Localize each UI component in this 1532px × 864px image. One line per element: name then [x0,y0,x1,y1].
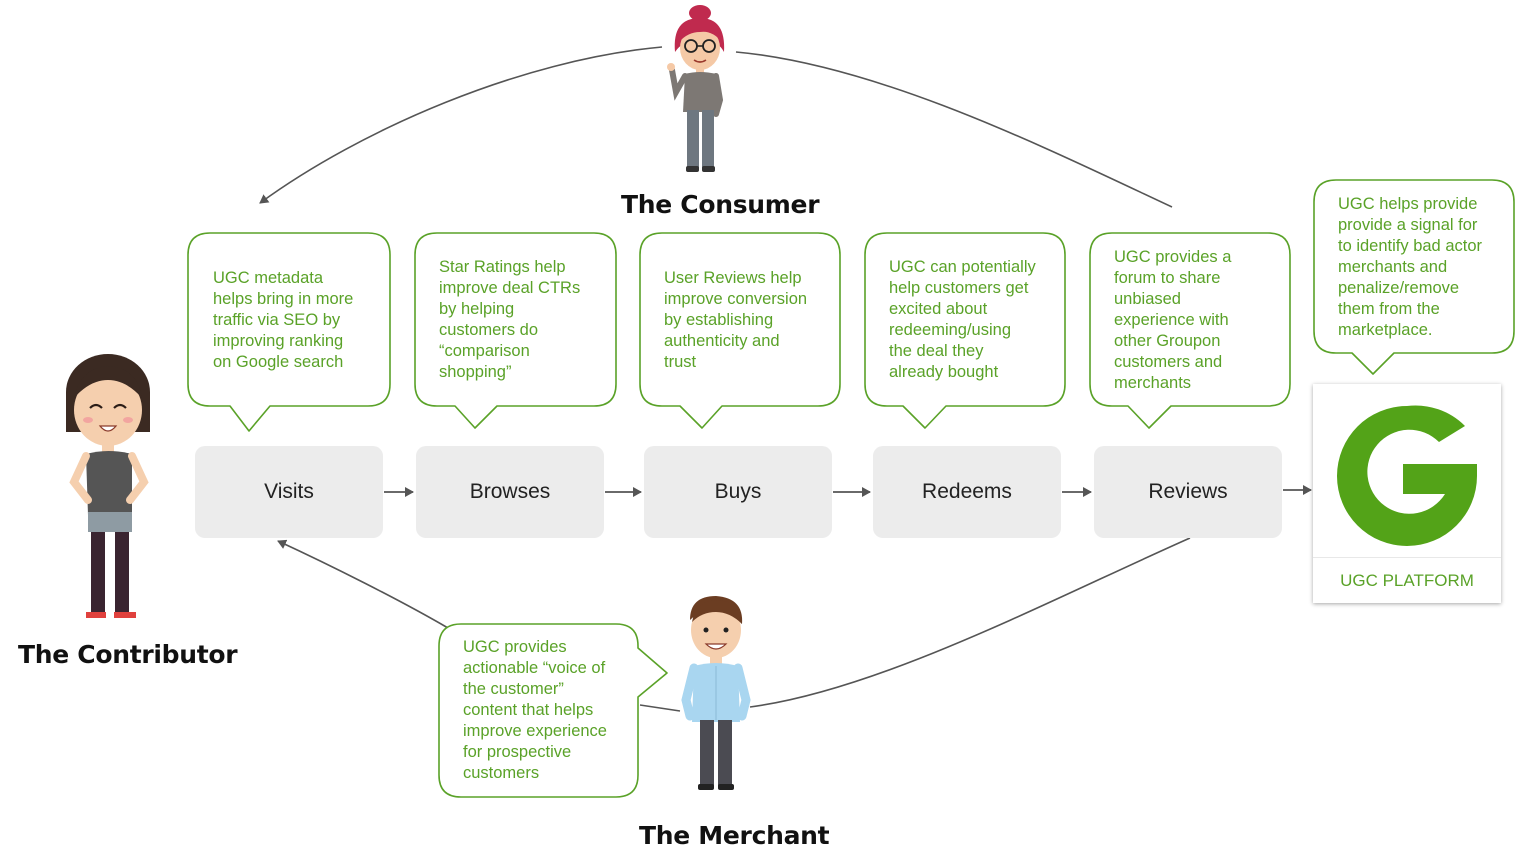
bubble-line: the customer” [463,680,564,698]
bubble-line: User Reviews help [664,269,802,287]
bubble-line: for prospective [463,743,572,761]
merchant-bubble-connector [639,704,681,712]
bubble-line: shopping” [439,363,512,381]
bubble-line: authenticity and [664,332,780,350]
merchant-avatar [681,596,751,790]
bubble-line: trust [664,353,697,371]
bubble-line: “comparison [439,342,530,360]
step-visits: Visits [195,446,383,538]
bubble-line: UGC provides [463,638,567,656]
step-browses: Browses [416,446,604,538]
speech-bubble-buys [639,232,841,429]
bubble-line: marketplace. [1338,321,1433,339]
contributor-avatar [66,354,150,618]
bubble-line: help customers get [889,279,1029,297]
bubble-line: unbiased [1114,290,1181,308]
bubble-text-browses: Star Ratings help improve deal CTRs by h… [439,257,580,383]
ugc-platform-label: UGC PLATFORM [1313,557,1501,604]
groupon-g-logo-icon [1337,405,1477,546]
bubble-line: UGC can potentially [889,258,1036,276]
bubble-line: customers and [1114,353,1223,371]
bubble-line: Star Ratings help [439,258,566,276]
step-redeems: Redeems [873,446,1061,538]
bubble-line: traffic via SEO by [213,311,341,329]
consumer-to-visits-arrow [259,46,663,204]
merchant-to-visits-arrow [277,539,449,629]
bubble-line: customers [463,764,540,782]
bubble-line: UGC provides a [1114,248,1232,266]
bubble-line: content that helps [463,701,594,719]
step-reviews: Reviews [1094,446,1282,538]
bubble-line: improve conversion [664,290,808,308]
speech-bubble-visits [187,232,391,432]
speech-bubble-reviews [1089,232,1291,429]
bubble-text-visits: UGC metadata helps bring in more traffic… [213,268,353,373]
step-buys: Buys [644,446,832,538]
bubble-line: helps bring in more [213,290,354,308]
speech-bubble-browses [414,232,617,429]
bubble-line: by establishing [664,311,774,329]
bubble-line: by helping [439,300,515,318]
bubble-line: UGC metadata [213,269,324,287]
bubble-line: the deal they [889,342,984,360]
reviews-to-consumer-line [735,51,1173,208]
bubble-line: excited about [889,300,988,318]
bubble-line: merchants and [1338,258,1448,276]
bubble-line: redeeming/using [889,321,1011,339]
speech-bubble-merchant [438,623,668,798]
bubble-line: merchants [1114,374,1192,392]
bubble-text-redeems: UGC can potentially help customers get e… [889,257,1036,383]
bubble-text-buys: User Reviews help improve conversion by … [664,268,807,373]
bubble-line: penalize/remove [1338,279,1460,297]
bubble-line: improve deal CTRs [439,279,581,297]
reviews-to-merchant-line [749,537,1191,708]
bubble-line: already bought [889,363,999,381]
speech-bubble-redeems [864,232,1066,429]
consumer-avatar [667,5,725,172]
bubble-line: other Groupon [1114,332,1221,350]
bubble-line: to identify bad actor [1338,237,1483,255]
persona-consumer-label: The Consumer [621,190,820,219]
bubble-line: customers do [439,321,539,339]
bubble-text-reviews: UGC provides a forum to share unbiased e… [1114,247,1231,394]
bubble-line: improving ranking [213,332,344,350]
bubble-text-platform: UGC helps provide provide a signal for t… [1338,194,1482,341]
bubble-line: provide a signal for [1338,216,1478,234]
persona-contributor-label: The Contributor [18,640,238,669]
speech-bubble-platform [1313,179,1515,375]
ugc-platform-card: UGC PLATFORM [1313,384,1501,603]
bubble-line: actionable “voice of [463,659,606,677]
bubble-line: UGC helps provide [1338,195,1478,213]
bubble-line: experience with [1114,311,1229,329]
bubble-line: them from the [1338,300,1440,318]
bubble-line: forum to share [1114,269,1221,287]
persona-merchant-label: The Merchant [639,821,830,850]
bubble-line: on Google search [213,353,344,371]
bubble-text-merchant: UGC provides actionable “voice of the cu… [463,637,607,784]
bubble-line: improve experience [463,722,607,740]
